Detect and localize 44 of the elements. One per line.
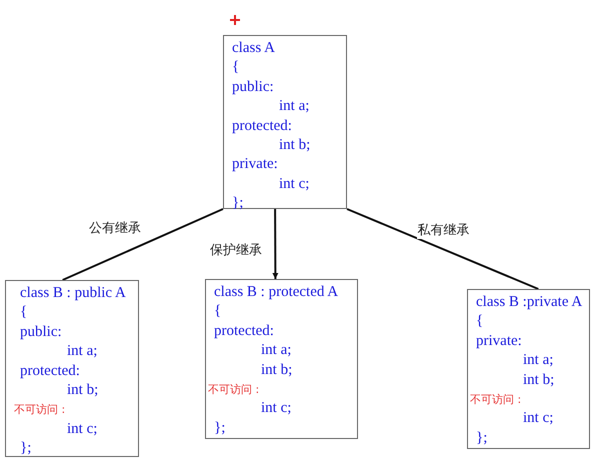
code-line: int c; [66,420,98,439]
code-line: public: [232,78,275,97]
class-definition-box [223,35,347,209]
code-line: int b; [522,370,556,390]
code-line: public: [20,322,63,342]
code-line: { [476,312,484,332]
code-line: }; [232,194,244,214]
connector-line [62,208,224,281]
code-line: 不可访问 : [470,392,522,408]
code-line: class B : protected A [214,283,340,302]
code-line: class B : public A [20,284,127,303]
code-line: int b; [260,360,294,380]
code-line: int b; [278,136,312,156]
code-line: private: [476,332,523,351]
code-line: int a; [260,341,292,360]
class-definition-box [467,289,590,449]
edge-label: 保护继承 [209,241,264,259]
code-line: int a; [522,351,554,370]
connector-line [346,208,539,290]
code-line: int b; [66,381,100,400]
code-line: }; [214,418,226,438]
code-line: protected: [214,322,275,341]
code-line: { [20,303,28,322]
code-line: class B :private A [476,293,584,312]
code-line: int c; [278,174,310,194]
code-line: class A [232,39,276,58]
class-definition-box [205,279,358,439]
code-line: int c; [260,399,292,418]
code-line: { [214,302,222,322]
code-line: protected: [232,116,293,136]
code-line: int c; [522,409,554,428]
class-definition-box [5,280,139,457]
code-line: int a; [278,97,310,116]
edge-label: 公有继承 [88,218,142,236]
connector-line [272,209,278,279]
code-line: { [232,58,240,78]
code-line: }; [476,428,488,448]
code-line: 不可访问 : [14,402,66,418]
code-line: protected: [20,362,81,381]
code-line: private: [232,155,279,174]
code-line: 不可访问 : [208,382,260,398]
code-line: int a; [66,342,98,362]
code-line: }; [20,439,32,458]
edge-label: 私有继承 [416,221,471,239]
